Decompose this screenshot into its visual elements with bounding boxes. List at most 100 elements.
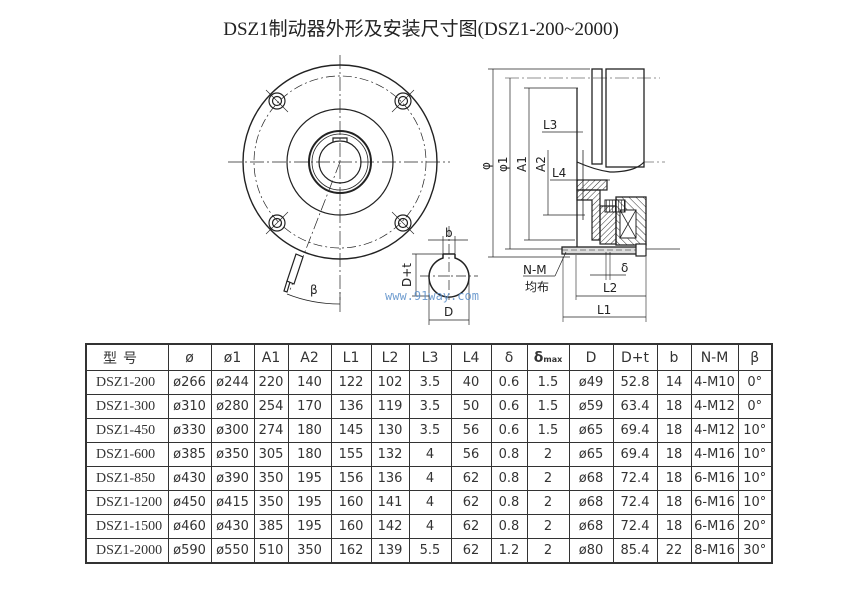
cell: 18 [656,442,692,467]
cell: 1.5 [526,394,570,419]
cell-model: DSZ1-450 [85,418,169,443]
cell: ø68 [568,490,614,515]
cell: 18 [656,466,692,491]
cell: 4 [408,514,452,539]
cell: 0° [737,394,773,419]
cell: 350 [287,538,332,564]
d-plus-t-label: D+t [400,263,414,287]
cell: 85.4 [612,538,658,564]
cell: 56 [450,418,492,443]
header-delta-max-symbol: δ [533,349,544,366]
cell: 18 [656,418,692,443]
header-d: D [568,343,614,371]
cell: 62 [450,514,492,539]
cell: 195 [287,490,332,515]
cell: 350 [253,466,289,491]
phi-label: φ [479,162,493,170]
cell: 220 [253,370,289,395]
cell: 132 [370,442,410,467]
cell: 72.4 [612,466,658,491]
cell: 130 [370,418,410,443]
header-delta-max: δmax [526,343,570,371]
cell: 145 [330,418,372,443]
cell: 6-M16 [690,490,739,515]
cell: 0.8 [490,490,528,515]
cell: 6-M16 [690,466,739,491]
header-l4: L4 [450,343,492,371]
cell: 4-M12 [690,418,739,443]
evenly-distributed-label: 均布 [525,280,549,294]
cell: 18 [656,394,692,419]
header-d-plus-t: D+t [612,343,658,371]
cell: 160 [330,490,372,515]
cell: 8-M16 [690,538,739,564]
cell: 170 [287,394,332,419]
cell: 274 [253,418,289,443]
cell: 20° [737,514,773,539]
cell: 50 [450,394,492,419]
cell: 3.5 [408,394,452,419]
cell: 122 [330,370,372,395]
cell: 142 [370,514,410,539]
cell: 72.4 [612,490,658,515]
cell: ø460 [167,514,212,539]
cell: 4 [408,466,452,491]
cell: 141 [370,490,410,515]
cell: 1.5 [526,418,570,443]
cell: ø300 [210,418,255,443]
phi1-label: φ1 [496,156,510,172]
header-l2: L2 [370,343,410,371]
cell: 136 [370,466,410,491]
cell: 6-M16 [690,514,739,539]
cell: 119 [370,394,410,419]
technical-drawing: β b D+t D www.91way.com [228,55,680,325]
cell: 162 [330,538,372,564]
cell: 40 [450,370,492,395]
cell: ø266 [167,370,212,395]
cell: 63.4 [612,394,658,419]
cell: 3.5 [408,370,452,395]
cell: 5.5 [408,538,452,564]
cell: ø80 [568,538,614,564]
cell: 3.5 [408,418,452,443]
cell: 10° [737,466,773,491]
cell-model: DSZ1-2000 [85,538,169,564]
cell: 0° [737,370,773,395]
cell-model: DSZ1-600 [85,442,169,467]
cell: 2 [526,514,570,539]
cell: 4 [408,442,452,467]
cell: 180 [287,442,332,467]
cell-model: DSZ1-850 [85,466,169,491]
cell: 2 [526,490,570,515]
side-view [488,68,680,322]
cell: ø415 [210,490,255,515]
drawing-title: DSZ1制动器外形及安装尺寸图(DSZ1-200~2000) [223,19,619,40]
cell: 4-M10 [690,370,739,395]
cell: 156 [330,466,372,491]
cell: 14 [656,370,692,395]
cell: ø390 [210,466,255,491]
cell: ø59 [568,394,614,419]
header-delta: δ [490,343,528,371]
header-a1: A1 [253,343,289,371]
cell: 1.2 [490,538,528,564]
l2-label: L2 [603,281,617,295]
header-phi1: ø1 [210,343,255,371]
cell: 2 [526,442,570,467]
header-n-m: N-M [690,343,739,371]
cell: 69.4 [612,418,658,443]
cell: 22 [656,538,692,564]
delta-label: δ [621,261,628,275]
cell: 510 [253,538,289,564]
n-m-label: N-M [523,263,547,277]
header-delta-max-sub: max [543,354,563,364]
l1-label: L1 [597,303,611,317]
header-b: b [656,343,692,371]
cell: ø430 [210,514,255,539]
